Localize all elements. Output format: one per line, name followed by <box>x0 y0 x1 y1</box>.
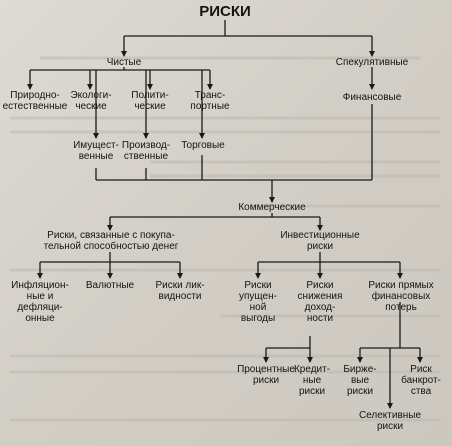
transport-risks-node: Транс- портные <box>190 90 230 112</box>
exchange-risks-node: Бирже- вые риски <box>343 364 377 397</box>
bankruptcy-risk-node: Риск банкрот- ства <box>401 364 441 397</box>
investment-risks-node: Инвестиционные риски <box>280 230 360 252</box>
purchasing-power-risks-node: Риски, связанные с покупа- тельной спосо… <box>43 230 179 252</box>
selective-risks-node: Селективные риски <box>358 410 422 432</box>
political-risks-node: Полити- ческие <box>131 90 169 112</box>
currency-risks-node: Валютные <box>85 280 135 291</box>
inflation-risks-node: Инфляцион- ные и дефляци- онные <box>11 280 69 324</box>
liquidity-risks-node: Риски лик- видности <box>155 280 205 302</box>
direct-losses-risks-node: Риски прямых финансовых потерь <box>368 280 434 313</box>
natural-risks-node: Природно- естественные <box>2 90 68 112</box>
pure-risks-node: Чистые <box>106 57 142 68</box>
financial-risks-node: Финансовые <box>342 92 402 103</box>
lost-profit-risks-node: Риски упущен- ной выгоды <box>239 280 277 324</box>
diagram-title: РИСКИ <box>199 3 251 20</box>
property-risks-node: Имущест- венные <box>73 140 119 162</box>
ecological-risks-node: Экологи- ческие <box>70 90 112 112</box>
trade-risks-node: Торговые <box>181 140 225 151</box>
interest-risks-node: Процентные риски <box>237 364 295 386</box>
credit-risks-node: Кредит- ные риски <box>293 364 331 397</box>
commercial-risks-node: Коммерческие <box>238 202 306 213</box>
production-risks-node: Производ- ственные <box>121 140 171 162</box>
speculative-risks-node: Спекулятивные <box>335 57 409 68</box>
income-decrease-risks-node: Риски снижения доход- ности <box>297 280 343 324</box>
faint-background-text-lines <box>10 56 440 422</box>
